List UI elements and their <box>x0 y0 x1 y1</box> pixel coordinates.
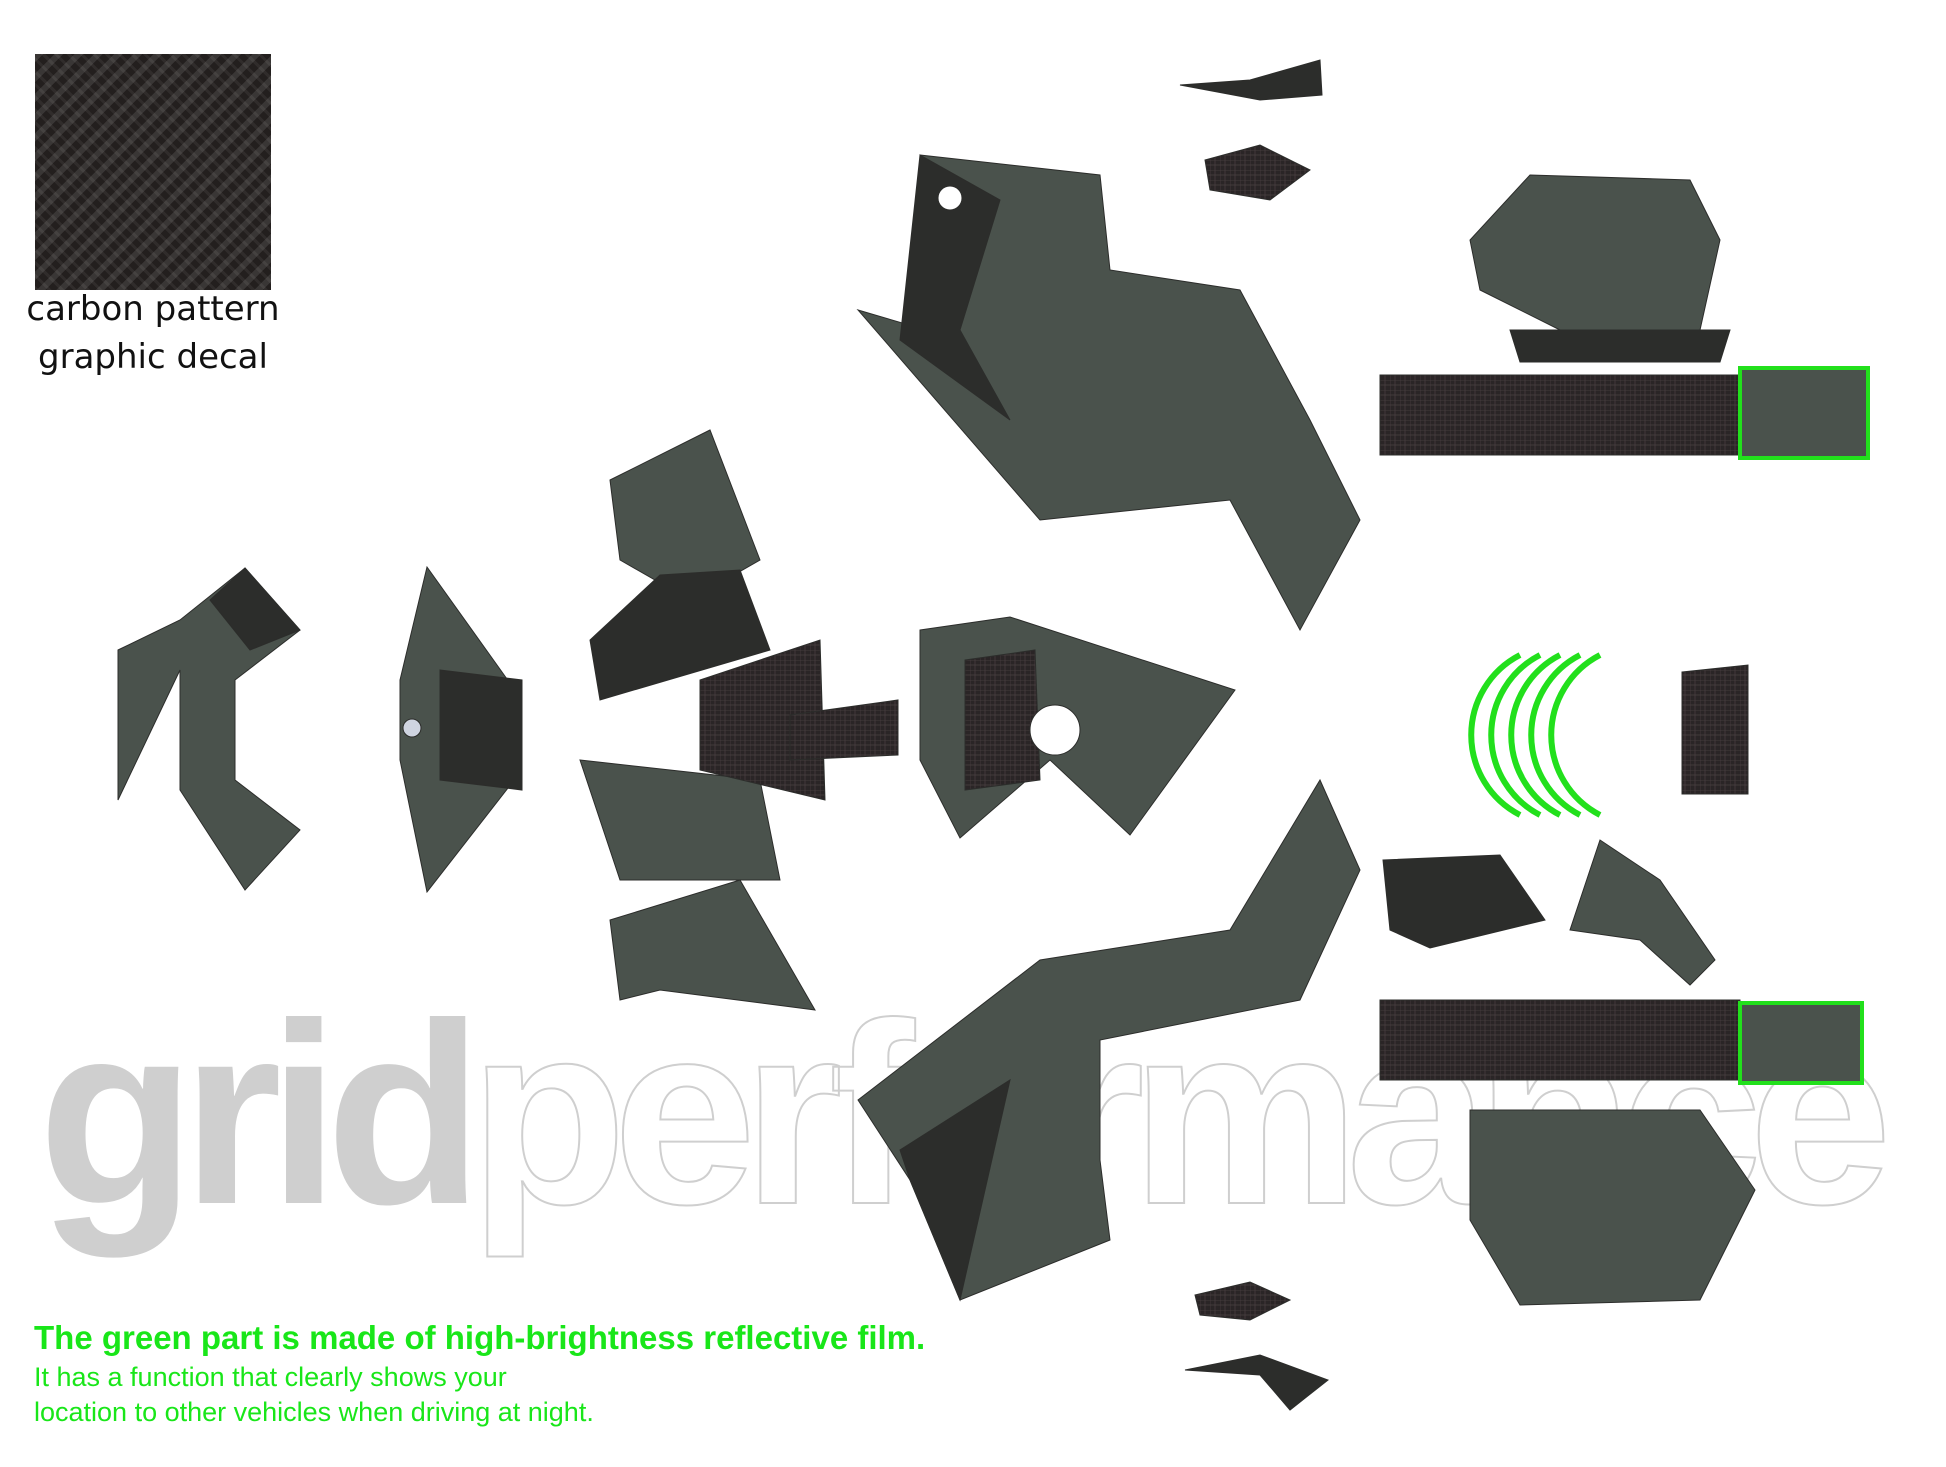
decal-tank-bottom <box>1469 1109 1756 1306</box>
decal-strip-top <box>1379 374 1741 456</box>
decal-headlight-cover-dark <box>439 669 523 791</box>
reflective-note-line1: It has a function that clearly shows you… <box>34 1362 507 1392</box>
reflective-note-title: The green part is made of high-brightnes… <box>34 1319 926 1356</box>
decal-mid-upper2 <box>589 569 771 701</box>
decal-side-panel-top-dark <box>899 154 1011 421</box>
decal-strip-bottom <box>1379 999 1741 1081</box>
decal-tank-spine <box>789 699 899 761</box>
reflective-strip-bottom <box>1738 1001 1864 1085</box>
swatch-label-line2: graphic decal <box>38 337 268 377</box>
decal-small-rect <box>1681 664 1749 795</box>
decal-mid-bottom <box>609 879 816 1011</box>
fuel-cap-hole <box>1029 704 1081 756</box>
decal-small-top-1 <box>1179 59 1323 101</box>
decal-side-panel-bottom-dark <box>899 1078 1011 1302</box>
decal-tank-top-lower <box>1509 329 1731 363</box>
decal-mid-lower <box>579 759 781 881</box>
decal-small-bottom-1 <box>1194 1281 1292 1321</box>
decal-swingarm <box>1382 854 1546 949</box>
decal-small-bottom-2 <box>1184 1354 1330 1411</box>
decal-seat-center-carbon <box>964 649 1041 791</box>
decal-side-panel-top <box>856 154 1361 632</box>
reflective-rim-stripes <box>1468 652 1602 818</box>
decal-tank-top <box>1469 174 1721 331</box>
decal-small-top-2 <box>1204 144 1311 201</box>
reflective-note-line2: location to other vehicles when driving … <box>34 1397 594 1427</box>
decal-chain-guard <box>1569 839 1716 986</box>
bmw-logo-icon <box>402 718 422 738</box>
mount-hole <box>937 185 963 211</box>
decal-front-fairing-left-dark <box>209 567 301 651</box>
watermark-grid: grid <box>38 969 483 1258</box>
carbon-pattern-swatch <box>35 54 271 290</box>
swatch-label-line1: carbon pattern <box>26 289 280 329</box>
reflective-strip-top <box>1738 366 1870 460</box>
